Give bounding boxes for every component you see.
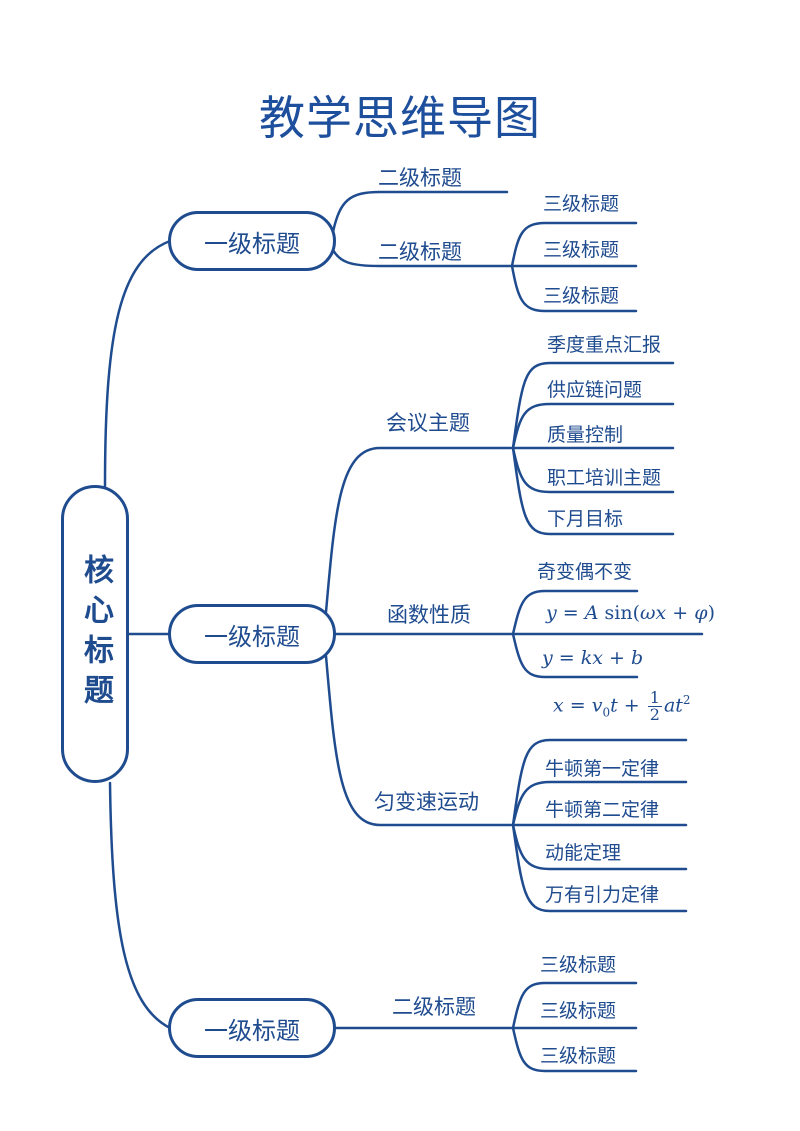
formula-part: ) [707,602,715,624]
formula-part: x [553,694,564,717]
connector-meeting-leaf2 [511,402,675,450]
level2-label[interactable]: 二级标题 [378,240,462,264]
page-title: 教学思维导图 [259,91,541,145]
formula-part: + [672,602,689,624]
formula-part: y [542,647,553,669]
level3-label[interactable]: 质量控制 [547,424,624,446]
connector-func-leaf1 [511,589,639,636]
formula-part: b [631,647,644,669]
level3-label[interactable]: 季度重点汇报 [547,334,662,356]
formula-part: + [609,647,625,669]
connector-motion-leaf5 [511,823,688,913]
level3-label[interactable]: 三级标题 [540,954,617,976]
connector-b1-sub1 [331,190,509,234]
level3-label[interactable]: 万有引力定律 [545,884,660,906]
formula-part: kx [580,647,603,669]
connector-b1-sub2 [331,248,514,268]
fraction-numerator: 1 [647,688,662,707]
level3-label[interactable]: 动能定理 [545,842,622,864]
formula-part: ωx [640,602,667,624]
connector-motion-leaf1 [511,738,688,827]
formula-part: ( [632,602,641,624]
level3-label[interactable]: 牛顿第二定律 [545,799,660,821]
connector-b2-sub3 [324,654,515,827]
level3-label[interactable]: 三级标题 [540,1045,617,1067]
connector-b3-leaf1 [511,981,638,1030]
level1-node-2[interactable]: 一级标题 [168,604,336,664]
level1-node-label: 一级标题 [204,622,300,651]
formula-part: = [558,647,575,669]
level2-label[interactable]: 二级标题 [392,995,476,1019]
level2-label-function[interactable]: 函数性质 [387,603,471,627]
level1-node-label: 一级标题 [204,1016,300,1045]
level3-label[interactable]: 职工培训主题 [547,467,662,489]
connector-meeting-leaf1 [511,361,675,450]
connector-core-branch-1 [103,239,172,488]
formula-part: y [546,602,557,624]
formula-part: A [584,602,599,624]
level1-node-label: 一级标题 [204,229,300,258]
connector-b2-sub1 [324,446,515,614]
level3-label[interactable]: 三级标题 [540,1000,617,1022]
connector-b1-sub2-leaf1 [510,221,638,268]
level1-node-1[interactable]: 一级标题 [168,211,336,271]
formula-part: at [663,694,683,717]
connector-core-branch-3 [108,781,172,1030]
level3-label[interactable]: 三级标题 [543,193,620,215]
level3-label[interactable]: 三级标题 [543,239,620,261]
formula-part: 0 [602,705,611,720]
level2-label-meeting[interactable]: 会议主题 [386,411,470,435]
formula-part: v [591,694,603,717]
level2-label-motion[interactable]: 匀变速运动 [374,790,479,814]
formula-part: t [610,694,618,717]
formula-part: + [623,694,640,717]
core-node[interactable]: 核心标题 [61,485,129,783]
formula-part: sin [604,602,633,624]
fraction-denominator: 2 [649,705,660,724]
level1-node-3[interactable]: 一级标题 [168,998,336,1058]
formula-linear[interactable]: y = kx + b [542,647,643,669]
core-node-label: 核心标题 [78,554,113,714]
connector-motion-leaf2 [511,780,688,827]
formula-sine[interactable]: y = A sin(ωx + φ) [546,602,715,624]
formula-part: = [562,602,579,624]
connector-b1-sub2-leaf3 [510,264,638,313]
connector-meeting-leaf5 [511,446,675,536]
level3-label[interactable]: 三级标题 [543,285,620,307]
connector-func-leaf3 [511,632,639,679]
formula-part: 2 [682,693,691,708]
level3-label[interactable]: 奇变偶不变 [537,561,633,583]
formula-part: = [569,694,586,717]
level3-label[interactable]: 牛顿第一定律 [545,758,660,780]
connector-b3-leaf3 [511,1026,638,1073]
level2-label[interactable]: 二级标题 [378,166,462,190]
level3-label[interactable]: 下月目标 [547,508,624,530]
formula-part: φ [694,602,708,624]
level3-label[interactable]: 供应链问题 [547,379,643,401]
